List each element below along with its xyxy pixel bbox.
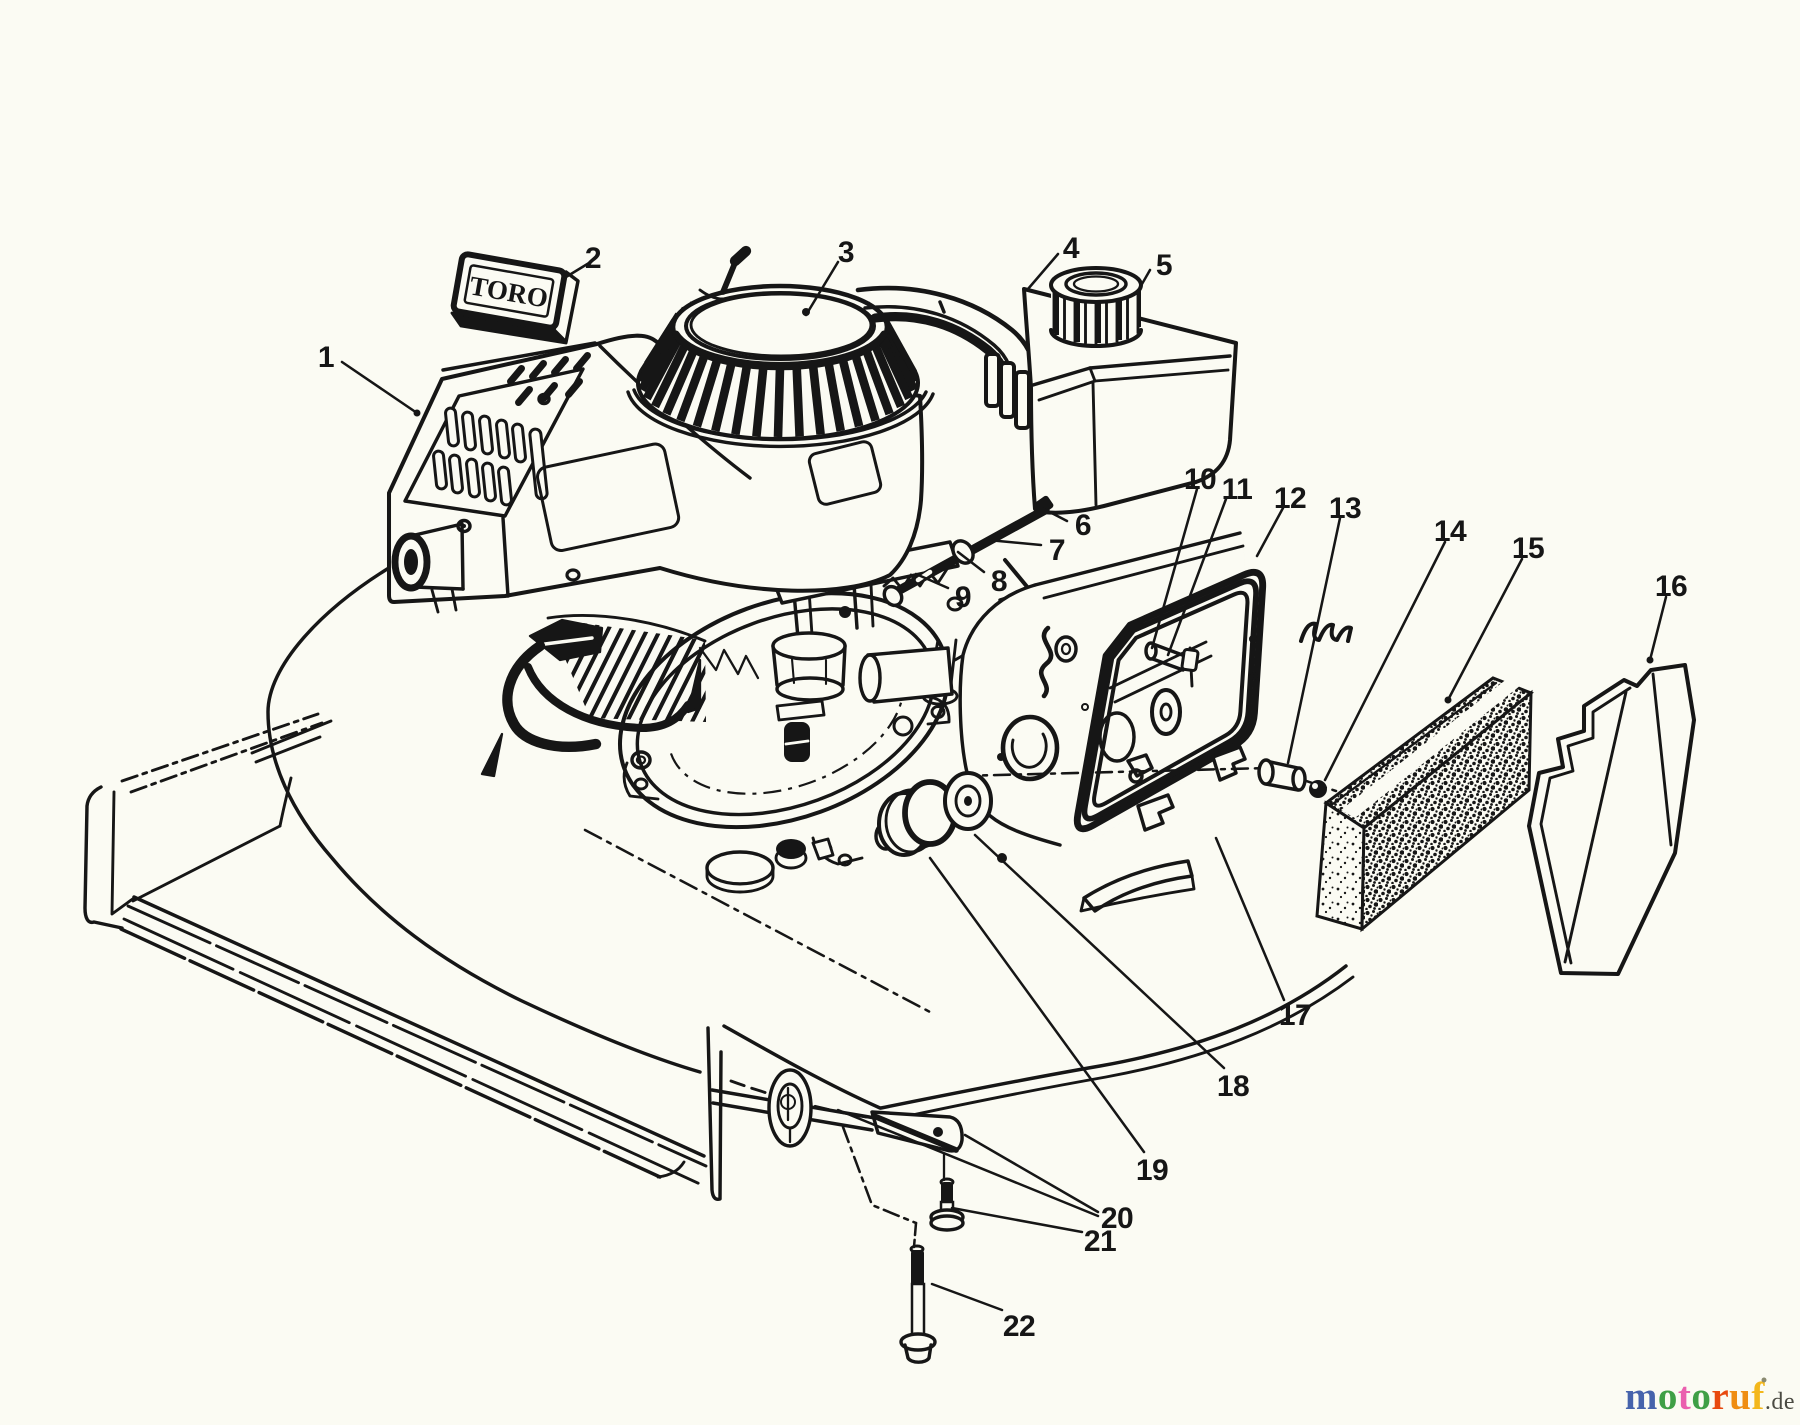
svg-text:19: 19 [1136,1154,1168,1187]
svg-text:2: 2 [585,242,601,275]
svg-text:13: 13 [1329,492,1361,525]
svg-text:11: 11 [1222,473,1253,506]
svg-text:10: 10 [1184,463,1216,496]
svg-text:4: 4 [1063,232,1080,265]
svg-text:12: 12 [1274,482,1306,515]
svg-text:1: 1 [318,341,334,374]
svg-text:18: 18 [1217,1070,1249,1103]
svg-text:3: 3 [838,236,854,269]
svg-text:6: 6 [1075,509,1091,542]
svg-text:9: 9 [955,581,971,614]
svg-text:15: 15 [1512,532,1544,565]
svg-text:20: 20 [1101,1202,1133,1235]
svg-text:8: 8 [991,565,1007,598]
svg-text:21: 21 [1084,1225,1116,1258]
svg-text:17: 17 [1279,999,1311,1032]
svg-text:motoruf.de: motoruf.de [1625,1375,1795,1418]
svg-text:22: 22 [1003,1310,1035,1343]
svg-text:7: 7 [1049,534,1065,567]
svg-text:16: 16 [1655,570,1687,603]
svg-text:5: 5 [1156,249,1172,282]
svg-text:14: 14 [1434,515,1467,548]
